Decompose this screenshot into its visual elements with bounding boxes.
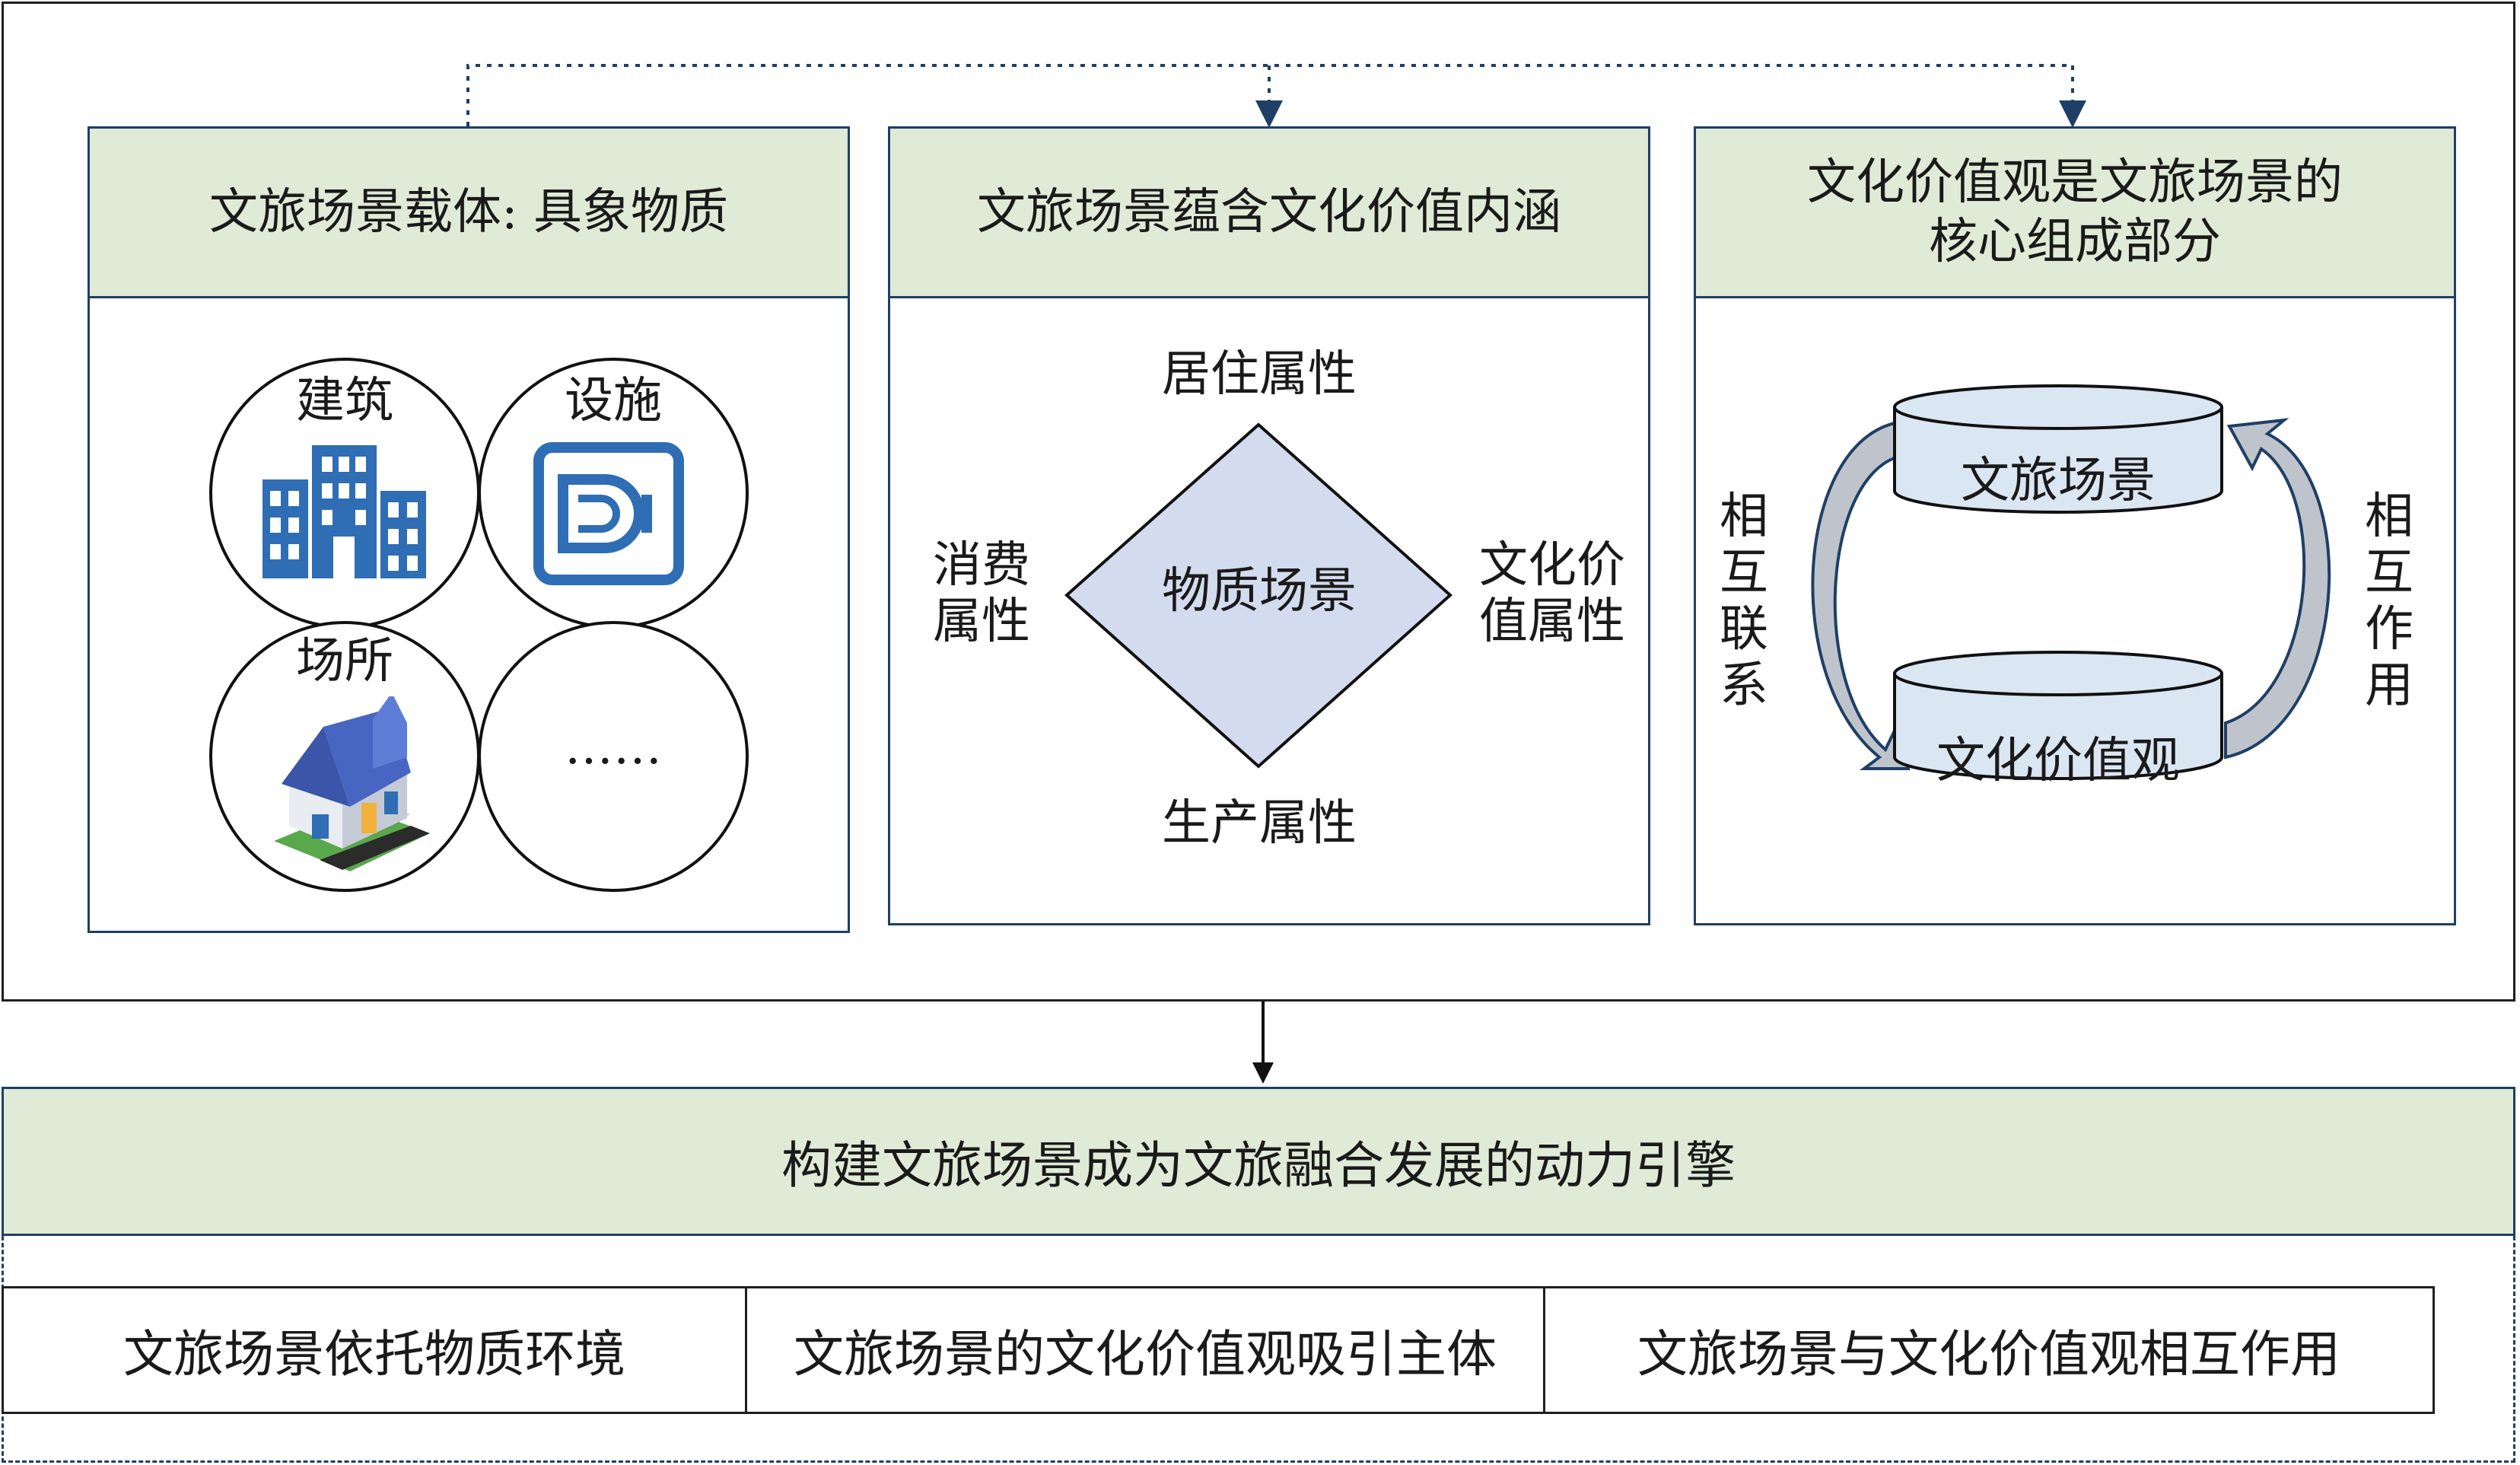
vint-char1: 相 bbox=[2365, 489, 2413, 545]
cell-value-attraction: 文旅场景的文化价值观吸引主体 bbox=[745, 1286, 1545, 1414]
church-icon bbox=[274, 696, 430, 871]
circle-more bbox=[478, 621, 749, 892]
vint-char2: 互 bbox=[2365, 545, 2413, 601]
building-icon bbox=[262, 445, 426, 578]
material-scene-diamond bbox=[1064, 422, 1453, 769]
label-building: 建筑 bbox=[296, 373, 393, 429]
dotted-line bbox=[466, 64, 2073, 126]
cylinder-top-label: 文旅场景 bbox=[1961, 453, 2156, 509]
upper-frame bbox=[2, 2, 2515, 1002]
attr-cultural-value-line2: 值属性 bbox=[1479, 594, 1625, 650]
dotted-connectors bbox=[466, 64, 2086, 128]
attr-production: 生产属性 bbox=[1162, 795, 1357, 852]
down-arrow bbox=[1252, 1002, 1274, 1084]
attr-consumption-line1: 消费 bbox=[933, 537, 1030, 594]
attr-residence: 居住属性 bbox=[1162, 346, 1357, 403]
label-facility: 设施 bbox=[565, 373, 662, 429]
panel-carrier-title: 文旅场景载体: 具象物质 bbox=[90, 129, 848, 298]
banner-engine: 构建文旅场景成为文旅融合发展的动力引擎 bbox=[2, 1087, 2515, 1236]
vertical-label-interaction: 相 互 作 用 bbox=[2359, 489, 2420, 714]
vlink-char4: 系 bbox=[1720, 658, 1768, 714]
attr-consumption-line2: 属性 bbox=[933, 594, 1030, 650]
attr-cultural-value: 文化价 值属性 bbox=[1461, 537, 1643, 650]
label-more: …… bbox=[565, 719, 662, 775]
panel-core-title-line1: 文化价值观是文旅场景的 bbox=[1807, 154, 2343, 211]
cell-material-environment: 文旅场景依托物质环境 bbox=[2, 1286, 747, 1414]
vint-char3: 作 bbox=[2365, 601, 2413, 658]
diamond-label: 物质场景 bbox=[1162, 563, 1357, 619]
cylinder-bottom-label: 文化价值观 bbox=[1936, 733, 2180, 789]
cylinder-scene bbox=[1893, 384, 2223, 514]
panel-core-component-title: 文化价值观是文旅场景的 核心组成部分 bbox=[1696, 129, 2454, 298]
label-venue: 场所 bbox=[296, 633, 393, 690]
panel-culture-value-title: 文旅场景蕴含文化价值内涵 bbox=[890, 129, 1648, 298]
vint-char4: 用 bbox=[2365, 658, 2413, 714]
vlink-char3: 联 bbox=[1720, 601, 1768, 658]
interaction-graphic bbox=[1811, 384, 2331, 780]
attr-cultural-value-line1: 文化价 bbox=[1479, 537, 1625, 594]
panel-core-title-line2: 核心组成部分 bbox=[1929, 214, 2221, 270]
vlink-char2: 互 bbox=[1720, 545, 1768, 601]
attr-consumption: 消费 属性 bbox=[913, 537, 1050, 650]
facility-icon bbox=[533, 442, 684, 585]
cell-mutual-interaction: 文旅场景与文化价值观相互作用 bbox=[1543, 1286, 2435, 1414]
cylinder-values bbox=[1893, 651, 2223, 780]
vlink-char1: 相 bbox=[1720, 489, 1768, 545]
vertical-label-link: 相 互 联 系 bbox=[1713, 489, 1774, 714]
